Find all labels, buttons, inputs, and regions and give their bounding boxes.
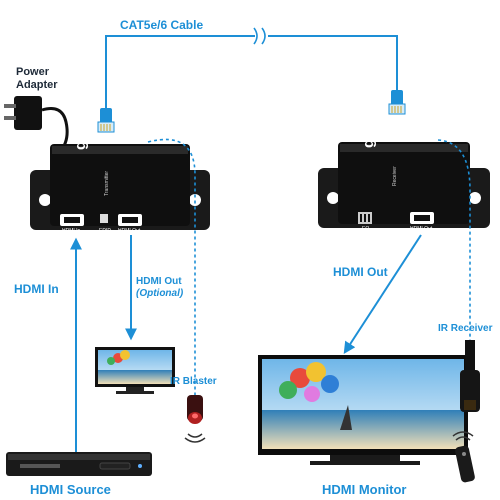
hdmi-source-label: HDMI Source	[30, 482, 111, 497]
hdmi-source-device	[6, 452, 152, 476]
rj45-plug-transmitter	[97, 108, 115, 133]
hdmi-monitor-device	[258, 355, 468, 465]
tx-port-edid-label: EDID	[99, 228, 111, 234]
ir-receiver-cable	[437, 139, 471, 340]
rx-port-hdmi-out-label: HDMI Out	[410, 226, 433, 232]
hdmi-out-rx-label: HDMI Out	[333, 265, 388, 279]
rj45-plug-receiver	[388, 90, 406, 115]
optional-tv-icon	[95, 347, 175, 394]
rx-port-eq-label: EQ	[362, 226, 370, 232]
receiver-tag: Receiver	[392, 166, 398, 186]
receiver-device	[318, 142, 490, 228]
ir-receiver-icon	[460, 340, 480, 412]
power-adapter-label: Power Adapter	[16, 66, 58, 92]
hdmi-out-optional-line1: HDMI Out	[136, 276, 182, 287]
ir-blaster-icon	[184, 395, 206, 443]
hdmi-monitor-label: HDMI Monitor	[322, 482, 407, 497]
hdmi-out-optional-line2: (Optional)	[136, 288, 184, 299]
transmitter-brand-logo: gofanco	[72, 91, 89, 150]
tx-port-hdmi-out-label: HDMI Out	[118, 228, 141, 234]
power-adapter-label-line2: Adapter	[16, 79, 58, 91]
hdmi-out-rx-arrow	[343, 234, 422, 355]
ir-receiver-label: IR Receiver	[438, 323, 493, 334]
power-adapter-icon	[4, 96, 69, 153]
transmitter-device	[30, 144, 210, 230]
receiver-brand-logo: gofanco	[360, 89, 377, 148]
cable-label: CAT5e/6 Cable	[120, 18, 204, 32]
ir-blaster-label: IR Blaster	[170, 376, 217, 387]
power-adapter-label-line1: Power	[16, 66, 50, 78]
cat-cable	[105, 27, 398, 110]
hdmi-in-label: HDMI In	[14, 282, 59, 296]
hdmi-out-optional-label: HDMI Out (Optional)	[136, 276, 183, 300]
transmitter-tag: Transmitter	[104, 170, 110, 196]
tx-port-hdmi-in-label: HDMI In	[62, 228, 81, 234]
remote-control-icon	[452, 431, 475, 483]
